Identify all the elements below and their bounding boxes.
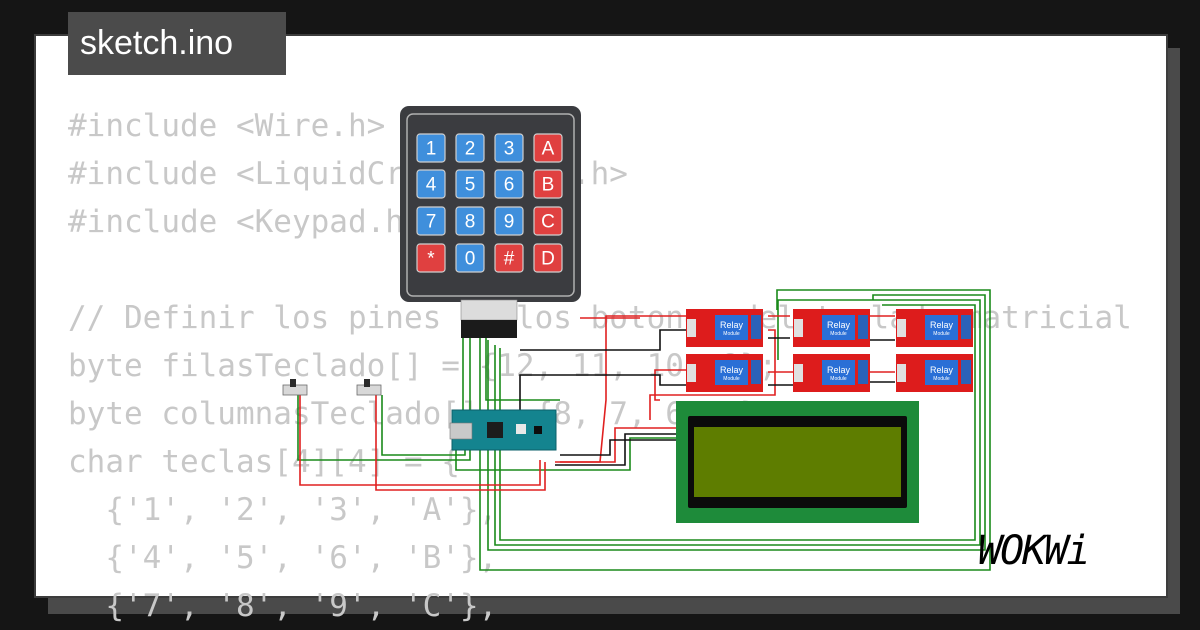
keypad-key-label: 6 <box>504 175 515 196</box>
relay-sublabel: Module <box>830 331 847 337</box>
keypad-key-5[interactable]: 5 <box>455 169 485 199</box>
wire-black[interactable] <box>519 374 686 410</box>
keypad-key-8[interactable]: 8 <box>455 206 485 236</box>
wire-black[interactable] <box>560 439 676 456</box>
wire-green[interactable] <box>494 299 981 546</box>
keypad-key-label: 2 <box>465 139 476 160</box>
relay-label: Relay <box>930 320 954 330</box>
keypad-key-7[interactable]: 7 <box>416 206 446 236</box>
wire-green[interactable] <box>297 395 471 461</box>
relay-sublabel: Module <box>723 376 740 382</box>
slide-switch-2[interactable] <box>356 379 382 396</box>
keypad-key-B[interactable]: B <box>533 169 563 199</box>
wire-red[interactable] <box>375 395 546 491</box>
keypad-key-label: C <box>541 212 555 233</box>
keypad-key-label: D <box>541 249 555 270</box>
wires <box>297 289 991 571</box>
keypad-connector <box>460 299 518 338</box>
keypad-key-label: 8 <box>465 212 476 233</box>
lcd-display[interactable] <box>676 401 919 523</box>
code-line-11: {'7', '8', '9', 'C'}, <box>68 588 498 624</box>
relay-sublabel: Module <box>830 376 847 382</box>
keypad-key-label: # <box>504 249 515 270</box>
sketch-card: #include <Wire.h>#include <LiquidCrystal… <box>34 34 1168 624</box>
keypad-key-9[interactable]: 9 <box>494 206 524 236</box>
relay-label: Relay <box>827 320 851 330</box>
keypad-key-#[interactable]: # <box>494 243 524 273</box>
file-title-tab[interactable]: sketch.ino <box>68 12 286 75</box>
wire-red[interactable] <box>654 369 686 401</box>
code-line-3: #include <Keypad.h> <box>68 204 423 240</box>
wire-green[interactable] <box>485 322 560 401</box>
wokwi-logo: WOKWi <box>978 528 1090 574</box>
keypad-key-A[interactable]: A <box>533 133 563 163</box>
keypad-key-label: 7 <box>426 212 437 233</box>
keypad-key-2[interactable]: 2 <box>455 133 485 163</box>
wire-green[interactable] <box>479 289 991 571</box>
relay-sublabel: Module <box>933 376 950 382</box>
keypad-keys: 1 2 3 A 4 5 6 B 7 8 9 C * 0 # D <box>416 133 563 273</box>
membrane-keypad[interactable]: 1 2 3 A 4 5 6 B 7 8 9 C * 0 # D <box>400 106 581 338</box>
code-line-10: {'4', '5', '6', 'B'}, <box>68 540 498 576</box>
keypad-key-D[interactable]: D <box>533 243 563 273</box>
keypad-key-C[interactable]: C <box>533 206 563 236</box>
keypad-key-label: B <box>542 175 555 196</box>
relay-sublabel: Module <box>933 331 950 337</box>
keypad-key-*[interactable]: * <box>416 243 446 273</box>
code-line-6: byte filasTeclado[] = {12, 11, 10, 9}; <box>68 348 778 384</box>
relay-modules: RelayModuleRelayModuleRelayModuleRelayMo… <box>686 309 973 392</box>
keypad-key-4[interactable]: 4 <box>416 169 446 199</box>
relay-label: Relay <box>930 365 954 375</box>
keypad-key-label: 3 <box>504 139 515 160</box>
wire-red[interactable] <box>299 395 541 486</box>
keypad-key-label: 9 <box>504 212 515 233</box>
arduino-nano[interactable] <box>449 409 557 451</box>
code-line-1: #include <Wire.h> <box>68 108 386 144</box>
keypad-key-6[interactable]: 6 <box>494 169 524 199</box>
keypad-key-label: A <box>542 139 555 160</box>
wire-red[interactable] <box>649 329 776 420</box>
keypad-key-label: 4 <box>426 175 437 196</box>
keypad-key-1[interactable]: 1 <box>416 133 446 163</box>
relay-label: Relay <box>720 320 744 330</box>
relay-sublabel: Module <box>723 331 740 337</box>
code-line-9: {'1', '2', '3', 'A'}, <box>68 492 498 528</box>
keypad-key-label: 0 <box>465 249 476 270</box>
relay-label: Relay <box>827 365 851 375</box>
wire-green[interactable] <box>455 418 676 471</box>
keypad-key-0[interactable]: 0 <box>455 243 485 273</box>
keypad-key-label: * <box>427 249 435 270</box>
keypad-key-label: 1 <box>426 139 437 160</box>
wire-red[interactable] <box>560 427 676 463</box>
keypad-key-3[interactable]: 3 <box>494 133 524 163</box>
wire-black[interactable] <box>520 329 686 351</box>
wire-green[interactable] <box>499 304 976 541</box>
wire-green[interactable] <box>487 294 986 551</box>
keypad-key-label: 5 <box>465 175 476 196</box>
relay-label: Relay <box>720 365 744 375</box>
wire-black[interactable] <box>555 433 676 466</box>
slide-switch-1[interactable] <box>282 379 308 396</box>
